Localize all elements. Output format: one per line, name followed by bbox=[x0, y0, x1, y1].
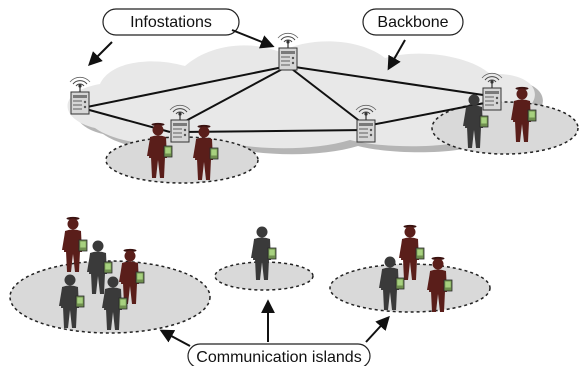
arrow-islands-right bbox=[365, 315, 390, 343]
islands-label-text: Communication islands bbox=[196, 349, 361, 366]
infostation-top bbox=[277, 32, 299, 71]
arrow-islands-left bbox=[159, 329, 191, 347]
infostation-device-icon bbox=[277, 32, 299, 71]
backbone-label-text: Backbone bbox=[377, 14, 448, 31]
island-lower-right bbox=[329, 263, 491, 313]
island-upper-left bbox=[105, 136, 259, 184]
label-backbone: Backbone bbox=[362, 8, 464, 36]
arrow-infostations-top bbox=[231, 29, 275, 49]
backbone-links bbox=[81, 65, 491, 133]
arrow-backbone bbox=[387, 39, 406, 71]
infostation-device-icon bbox=[69, 76, 91, 115]
label-infostations: Infostations bbox=[102, 8, 240, 36]
label-communication-islands: Communication islands bbox=[187, 343, 371, 366]
infostations-label-text: Infostations bbox=[130, 14, 212, 31]
infostation-left bbox=[69, 76, 91, 115]
arrow-infostations-left bbox=[88, 41, 113, 66]
backbone-cloud bbox=[67, 41, 543, 155]
